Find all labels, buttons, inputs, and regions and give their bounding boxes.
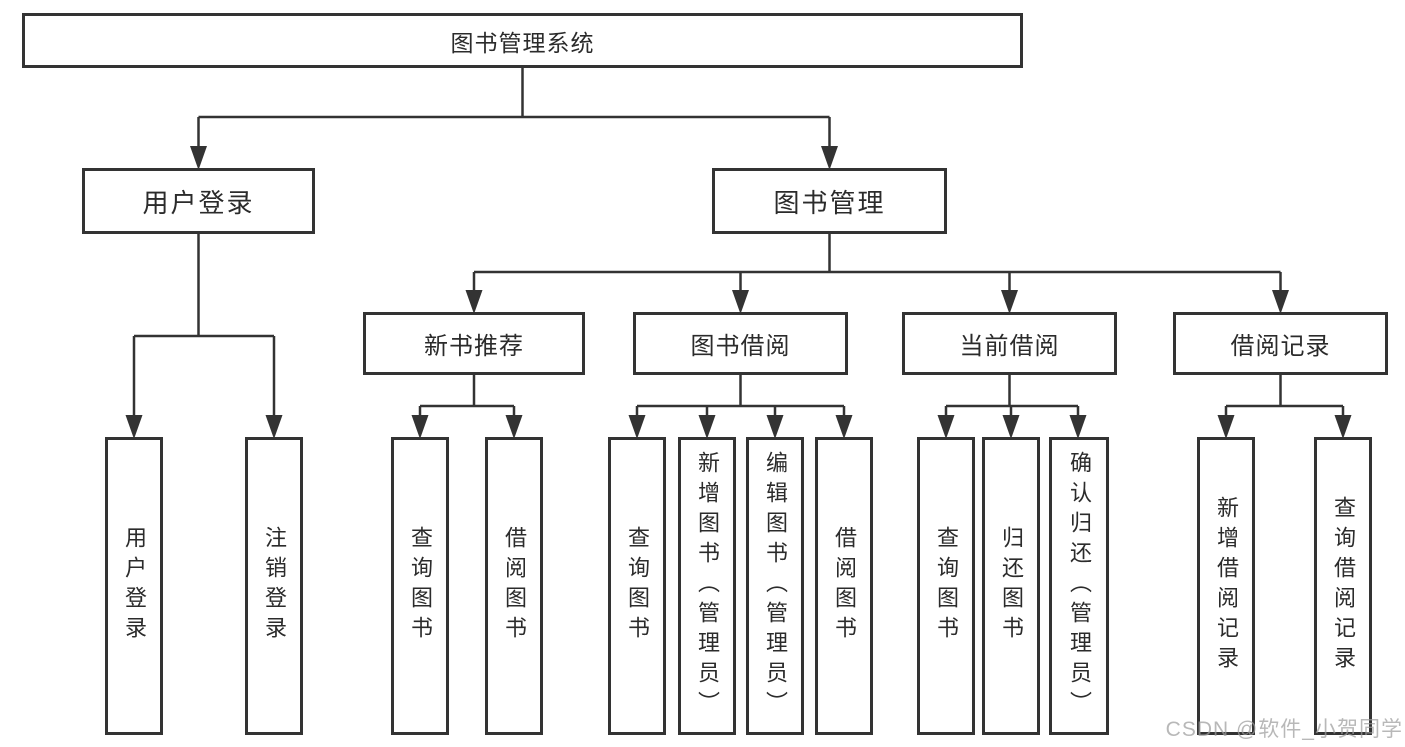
leaf-label: 新增图书（管理员） bbox=[695, 451, 720, 721]
leaf-label: 查询图书 bbox=[625, 526, 650, 646]
leaf-label: 归还图书 bbox=[999, 526, 1024, 646]
leaf-logout: 注销登录 bbox=[245, 437, 303, 735]
csdn-watermark: CSDN @软件_小贺同学 bbox=[1165, 718, 1403, 741]
leaf-label: 用户登录 bbox=[122, 526, 147, 646]
leaf-label: 查询图书 bbox=[934, 526, 959, 646]
leaf-query-books-current: 查询图书 bbox=[917, 437, 975, 735]
leaf-label: 查询借阅记录 bbox=[1331, 496, 1356, 676]
node-borrow-records: 借阅记录 bbox=[1173, 312, 1388, 375]
leaf-label: 借阅图书 bbox=[832, 526, 857, 646]
leaf-label: 编辑图书（管理员） bbox=[763, 451, 788, 721]
leaf-query-books-recommend: 查询图书 bbox=[391, 437, 449, 735]
arrowhead-group bbox=[125, 146, 1352, 439]
leaf-edit-books-admin: 编辑图书（管理员） bbox=[746, 437, 804, 735]
leaf-query-books-borrow: 查询图书 bbox=[608, 437, 666, 735]
node-user-login: 用户登录 bbox=[82, 168, 315, 234]
leaf-label: 新增借阅记录 bbox=[1214, 496, 1239, 676]
leaf-add-borrow-record: 新增借阅记录 bbox=[1197, 437, 1255, 735]
node-current-borrow: 当前借阅 bbox=[902, 312, 1117, 375]
leaf-query-borrow-record: 查询借阅记录 bbox=[1314, 437, 1372, 735]
leaf-label: 确认归还（管理员） bbox=[1067, 451, 1092, 721]
leaf-borrow-books: 借阅图书 bbox=[815, 437, 873, 735]
leaf-add-books-admin: 新增图书（管理员） bbox=[678, 437, 736, 735]
leaf-user-login: 用户登录 bbox=[105, 437, 163, 735]
leaf-label: 查询图书 bbox=[408, 526, 433, 646]
node-library-management-system: 图书管理系统 bbox=[22, 13, 1023, 68]
node-new-book-recommend: 新书推荐 bbox=[363, 312, 585, 375]
node-book-management: 图书管理 bbox=[712, 168, 947, 234]
leaf-label: 注销登录 bbox=[262, 526, 287, 646]
leaf-label: 借阅图书 bbox=[502, 526, 527, 646]
leaf-return-books: 归还图书 bbox=[982, 437, 1040, 735]
node-book-borrow: 图书借阅 bbox=[633, 312, 848, 375]
leaf-borrow-books-recommend: 借阅图书 bbox=[485, 437, 543, 735]
leaf-confirm-return-admin: 确认归还（管理员） bbox=[1049, 437, 1109, 735]
